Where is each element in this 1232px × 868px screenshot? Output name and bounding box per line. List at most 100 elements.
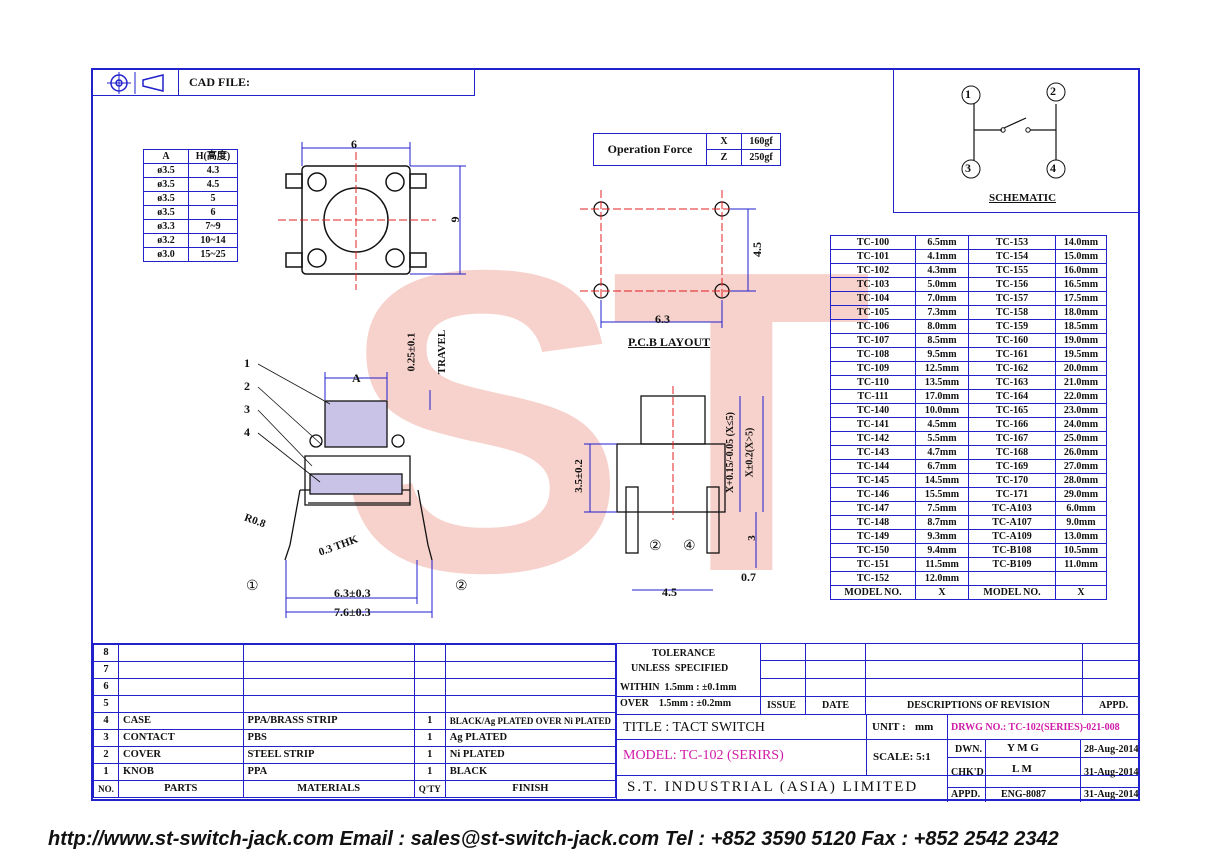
model-cell: 6.0mm <box>1055 501 1107 516</box>
issue-header: ISSUE <box>767 700 796 711</box>
row-number: 5 <box>93 695 119 713</box>
model-cell: 11.5mm <box>915 557 969 572</box>
model-cell: TC-150 <box>830 543 916 558</box>
unit-label: UNIT : <box>872 721 906 733</box>
callout-1: 1 <box>244 356 250 370</box>
model-cell: TC-149 <box>830 529 916 544</box>
part-name: CONTACT <box>117 729 244 747</box>
svg-text:T: T <box>610 190 873 610</box>
callout-2: 2 <box>244 379 250 393</box>
model-cell: 8.7mm <box>915 515 969 530</box>
model-cell: TC-161 <box>968 347 1056 362</box>
part-finish: BLACK/Ag PLATED OVER Ni PLATED <box>444 712 617 730</box>
model-cell: 16.0mm <box>1055 263 1107 278</box>
pcb-layout <box>593 201 730 299</box>
part-material: PPA/BRASS STRIP <box>242 712 415 730</box>
model-cell: 9.3mm <box>915 529 969 544</box>
cad-file-label: CAD FILE: <box>189 75 251 89</box>
model-cell: 27.0mm <box>1055 459 1107 474</box>
side-07-label: 0.7 <box>741 570 756 584</box>
model-cell: TC-109 <box>830 361 916 376</box>
model-cell: 18.0mm <box>1055 305 1107 320</box>
schematic-title: SCHEMATIC <box>989 192 1057 204</box>
drawing-number: DRWG NO.: TC-102(SERIES)-021-008 <box>951 722 1120 733</box>
header-parts: PARTS <box>117 780 244 798</box>
model-cell: TC-143 <box>830 445 916 460</box>
model-cell: 8.5mm <box>915 333 969 348</box>
model-cell: TC-160 <box>968 333 1056 348</box>
model-text: MODEL: TC-102 (SERIRS) <box>623 748 784 763</box>
side-45-label: 4.5 <box>662 585 677 599</box>
title-text: TITLE : TACT SWITCH <box>623 720 765 735</box>
model-cell: TC-167 <box>968 431 1056 446</box>
model-cell <box>1055 571 1107 586</box>
callout-3: 3 <box>244 402 250 416</box>
svg-text:S: S <box>340 190 627 610</box>
part-qty: 1 <box>413 712 446 730</box>
model-cell: 29.0mm <box>1055 487 1107 502</box>
dim-a-label: A <box>352 371 361 385</box>
model-cell: 19.5mm <box>1055 347 1107 362</box>
switch-schematic-icon <box>961 82 1066 179</box>
model-cell: TC-153 <box>968 235 1056 250</box>
side-x2-label: X±0.2(X>5) <box>744 427 756 478</box>
model-cell <box>968 571 1056 586</box>
part-material: PPA <box>242 763 415 781</box>
callout-4: 4 <box>244 425 250 439</box>
model-cell: 4.5mm <box>915 417 969 432</box>
model-cell: TC-B108 <box>968 543 1056 558</box>
cell: Z <box>706 149 742 166</box>
model-cell: TC-145 <box>830 473 916 488</box>
model-cell: 13.0mm <box>1055 529 1107 544</box>
model-cell: 9.4mm <box>915 543 969 558</box>
part-finish: Ni PLATED <box>444 746 617 764</box>
pcb-title: P.C.B LAYOUT <box>628 335 711 349</box>
model-cell: TC-103 <box>830 277 916 292</box>
model-cell: TC-106 <box>830 319 916 334</box>
scale-text: SCALE: 5:1 <box>873 751 931 763</box>
circle-2-label: ② <box>455 579 468 594</box>
header-qty: Q'TY <box>413 780 446 798</box>
model-cell: TC-A109 <box>968 529 1056 544</box>
part-qty: 1 <box>413 763 446 781</box>
part-name: KNOB <box>117 763 244 781</box>
model-cell: TC-166 <box>968 417 1056 432</box>
chkd-date: 31-Aug-2014 <box>1084 767 1139 778</box>
model-cell: TC-B109 <box>968 557 1056 572</box>
model-cell: 4.7mm <box>915 445 969 460</box>
cell: 15~25 <box>188 247 238 262</box>
title-block: TITLE : TACT SWITCH UNIT : mm DRWG NO.: … <box>616 714 1140 802</box>
model-cell: 15.5mm <box>915 487 969 502</box>
cell: 250gf <box>741 149 781 166</box>
model-cell: 10.5mm <box>1055 543 1107 558</box>
part-material: PBS <box>242 729 415 747</box>
tolerance-within: WITHIN 1.5mm : ±0.1mm <box>620 682 737 693</box>
model-cell: TC-101 <box>830 249 916 264</box>
model-cell: TC-146 <box>830 487 916 502</box>
operation-force-label: Operation Force <box>593 133 707 166</box>
model-cell: 18.5mm <box>1055 319 1107 334</box>
model-cell: 9.0mm <box>1055 515 1107 530</box>
model-cell: 12.0mm <box>915 571 969 586</box>
section-view <box>284 400 433 561</box>
side-x1-label: X+0.15/-0.05 (X≤5) <box>724 412 736 493</box>
top-width-label: 6 <box>351 137 357 151</box>
model-cell: 28.0mm <box>1055 473 1107 488</box>
model-cell: 12.5mm <box>915 361 969 376</box>
